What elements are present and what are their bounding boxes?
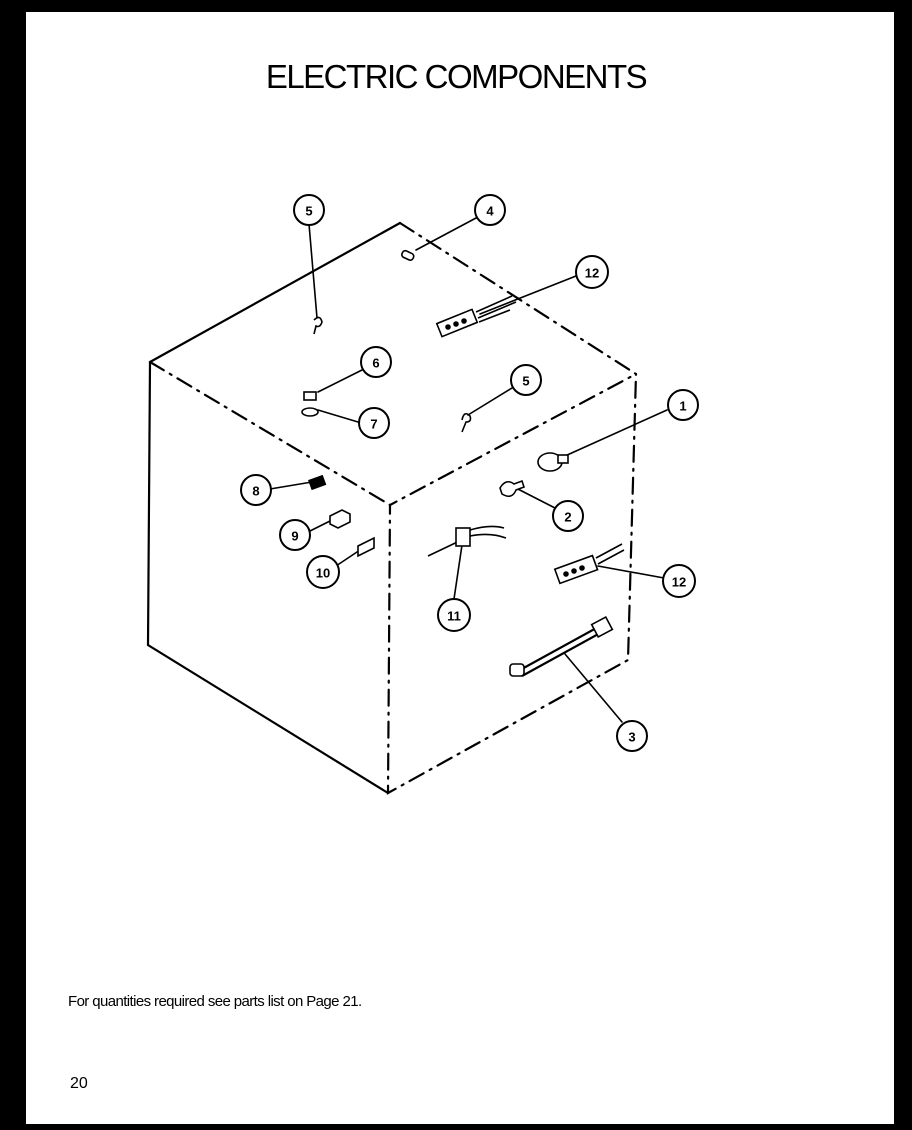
wire-clip-5b — [461, 412, 472, 433]
svg-text:4: 4 — [486, 204, 494, 219]
label-10 — [357, 536, 375, 558]
bulb-2 — [499, 479, 526, 498]
callout-2: 2 — [552, 500, 584, 532]
svg-text:1: 1 — [679, 399, 686, 414]
parts — [301, 249, 625, 677]
svg-text:2: 2 — [564, 510, 571, 525]
leader-lines — [269, 217, 668, 723]
callout-1: 1 — [667, 389, 699, 421]
callout-6: 6 — [360, 346, 392, 378]
wire-clip-5a — [313, 316, 323, 335]
svg-text:5: 5 — [305, 204, 312, 219]
svg-text:3: 3 — [628, 730, 635, 745]
terminal-block-12a — [435, 295, 517, 338]
callout-8: 8 — [240, 474, 272, 506]
callout-7: 7 — [358, 407, 390, 439]
svg-text:12: 12 — [585, 266, 599, 281]
callout-5-top: 5 — [293, 194, 325, 226]
callout-12-side: 12 — [662, 564, 696, 598]
callout-3: 3 — [616, 720, 648, 752]
callout-5-side: 5 — [510, 364, 542, 396]
motor-capacitor-1 — [537, 452, 569, 472]
manual-page — [26, 12, 894, 1124]
svg-text:10: 10 — [316, 566, 330, 581]
svg-text:8: 8 — [252, 484, 259, 499]
quantities-footnote: For quantities required see parts list o… — [68, 993, 362, 1010]
callout-4: 4 — [474, 194, 506, 226]
svg-text:7: 7 — [370, 417, 377, 432]
page-title: ELECTRIC COMPONENTS — [265, 58, 648, 95]
washer-7 — [301, 407, 319, 417]
callout-10: 10 — [306, 555, 340, 589]
cabinet-hidden-edges — [148, 221, 638, 795]
switch-8 — [308, 474, 327, 491]
callout-12-top: 12 — [575, 255, 609, 289]
switch-9 — [329, 509, 351, 529]
callout-9: 9 — [279, 519, 311, 551]
relay-6 — [303, 391, 317, 401]
grommet-4 — [401, 249, 415, 261]
svg-text:9: 9 — [291, 529, 298, 544]
terminal-block-12b — [553, 543, 625, 585]
svg-text:5: 5 — [522, 374, 529, 389]
svg-text:6: 6 — [372, 356, 379, 371]
wire-harness-3 — [509, 615, 614, 677]
cabinet-outline — [146, 221, 402, 795]
callout-11: 11 — [437, 598, 471, 632]
igniter-11 — [427, 525, 507, 557]
svg-text:11: 11 — [447, 609, 461, 624]
svg-text:12: 12 — [672, 575, 686, 590]
page-number: 20 — [70, 1075, 88, 1092]
